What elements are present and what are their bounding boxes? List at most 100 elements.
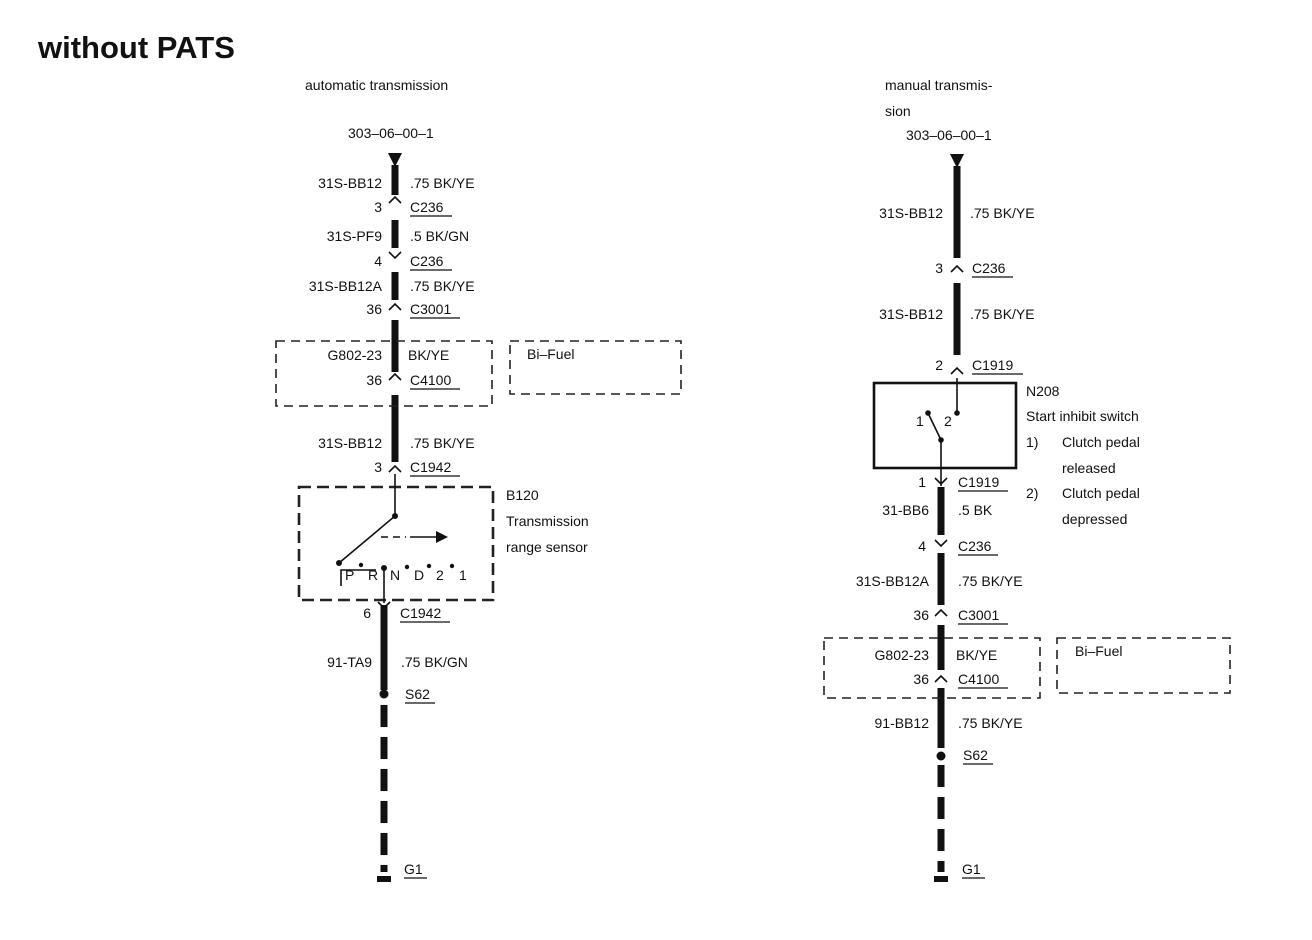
switch-blade: [927, 412, 942, 441]
auto-splice-dot: [379, 689, 389, 699]
auto-ground-symbol: [377, 876, 391, 882]
sensor-id: B120: [506, 487, 539, 503]
note2-line-a: Clutch pedal: [1062, 485, 1140, 501]
manual-splice: S62: [963, 747, 988, 763]
gear-p: P: [345, 567, 354, 583]
switch-pin-2: 2: [944, 413, 952, 429]
manual-c1-name: C236: [972, 260, 1006, 276]
note1-line-a: Clutch pedal: [1062, 434, 1140, 450]
manual-bifuel-label-box: [1056, 637, 1231, 694]
manual-w3-circuit: 31-BB6: [882, 502, 929, 518]
start-inhibit-switch-box: [872, 381, 1018, 470]
manual-c6-name: C4100: [958, 671, 999, 687]
manual-c4-name: C236: [958, 538, 992, 554]
manual-w4-circuit: 31S-BB12A: [856, 573, 930, 589]
auto-bf-circuit: G802-23: [328, 347, 383, 363]
auto-c2-chevron: [388, 251, 402, 260]
auto-c6-name: C1942: [400, 605, 441, 621]
manual-c5-name: C3001: [958, 607, 999, 623]
manual-w7-circuit: 91-BB12: [875, 715, 930, 731]
auto-w2-circuit: 31S-PF9: [327, 228, 382, 244]
manual-heading-2: sion: [885, 103, 911, 119]
manual-bifuel-box: [823, 637, 1041, 699]
manual-c2-chevron: [950, 366, 964, 375]
sensor-wiper: [338, 515, 396, 564]
manual-ground: G1: [962, 861, 981, 877]
auto-c2-name: C236: [410, 253, 444, 269]
auto-w6-spec: .75 BK/GN: [401, 654, 468, 670]
manual-c5-pin: 36: [913, 607, 929, 623]
manual-bf-circuit: G802-23: [875, 647, 930, 663]
automatic-transmission-circuit: automatic transmission 303–06–00–1 31S-B…: [275, 77, 682, 882]
manual-c5-chevron: [934, 608, 948, 617]
auto-bf-spec: BK/YE: [408, 347, 449, 363]
manual-ref: 303–06–00–1: [906, 127, 992, 143]
manual-w3-spec: .5 BK: [958, 502, 993, 518]
auto-c1-chevron: [388, 195, 402, 204]
auto-w3-spec: .75 BK/YE: [410, 278, 475, 294]
auto-heading: automatic transmission: [305, 77, 448, 93]
manual-c1-chevron: [950, 264, 964, 273]
auto-ground: G1: [404, 861, 423, 877]
auto-c4-name: C4100: [410, 372, 451, 388]
manual-terminal-arrow: [950, 154, 964, 168]
auto-c6-chevron: [377, 601, 391, 610]
auto-w2-spec: .5 BK/GN: [410, 228, 469, 244]
auto-c1-name: C236: [410, 199, 444, 215]
manual-c3-pin: 1: [918, 474, 926, 490]
manual-bf-spec: BK/YE: [956, 647, 997, 663]
auto-c5-chevron: [388, 464, 402, 473]
manual-w1-spec: .75 BK/YE: [970, 205, 1035, 221]
auto-terminal-arrow: [388, 153, 402, 167]
manual-w1-circuit: 31S-BB12: [879, 205, 943, 221]
auto-c5-pin: 3: [374, 459, 382, 475]
manual-w2-spec: .75 BK/YE: [970, 306, 1035, 322]
auto-splice: S62: [405, 686, 430, 702]
range-sensor-box: [297, 485, 495, 602]
auto-w3-circuit: 31S-BB12A: [309, 278, 383, 294]
auto-c4-pin: 36: [366, 372, 382, 388]
auto-bifuel-box: [275, 340, 493, 407]
auto-c3-pin: 36: [366, 301, 382, 317]
page-title: without PATS: [37, 30, 235, 65]
manual-c4-chevron: [934, 539, 948, 548]
manual-c6-pin: 36: [913, 671, 929, 687]
gear-1: 1: [459, 567, 467, 583]
auto-c4-chevron: [388, 372, 402, 381]
note1-line-b: released: [1062, 460, 1116, 476]
auto-bifuel-label: Bi–Fuel: [527, 346, 574, 362]
manual-c1-pin: 3: [935, 260, 943, 276]
sensor-name-1: Transmission: [506, 513, 589, 529]
auto-c1-pin: 3: [374, 199, 382, 215]
auto-c2-pin: 4: [374, 253, 382, 269]
sensor-name-2: range sensor: [506, 539, 588, 555]
gear-2: 2: [436, 567, 444, 583]
manual-w7-spec: .75 BK/YE: [958, 715, 1023, 731]
manual-c3-name: C1919: [958, 474, 999, 490]
sensor-contact-bracket: [340, 569, 376, 586]
note2-number: 2): [1026, 485, 1038, 501]
manual-heading-1: manual transmis-: [885, 77, 993, 93]
auto-c5-name: C1942: [410, 459, 451, 475]
note1-number: 1): [1026, 434, 1038, 450]
manual-c4-pin: 4: [918, 538, 926, 554]
manual-ground-symbol: [934, 876, 948, 882]
auto-bifuel-label-box: [509, 340, 682, 395]
auto-w6-circuit: 91-TA9: [327, 654, 372, 670]
manual-w2-circuit: 31S-BB12: [879, 306, 943, 322]
auto-w5-spec: .75 BK/YE: [410, 435, 475, 451]
manual-bifuel-label: Bi–Fuel: [1075, 643, 1122, 659]
manual-c2-pin: 2: [935, 357, 943, 373]
manual-c2-name: C1919: [972, 357, 1013, 373]
switch-name: Start inhibit switch: [1026, 408, 1139, 424]
manual-c6-chevron: [934, 674, 948, 683]
auto-w1-circuit: 31S-BB12: [318, 175, 382, 191]
note2-line-b: depressed: [1062, 511, 1127, 527]
manual-splice-dot: [936, 751, 946, 761]
auto-ref: 303–06–00–1: [348, 125, 434, 141]
auto-c3-chevron: [388, 302, 402, 311]
auto-c6-pin: 6: [363, 605, 371, 621]
auto-c3-name: C3001: [410, 301, 451, 317]
gear-d: D: [414, 567, 424, 583]
